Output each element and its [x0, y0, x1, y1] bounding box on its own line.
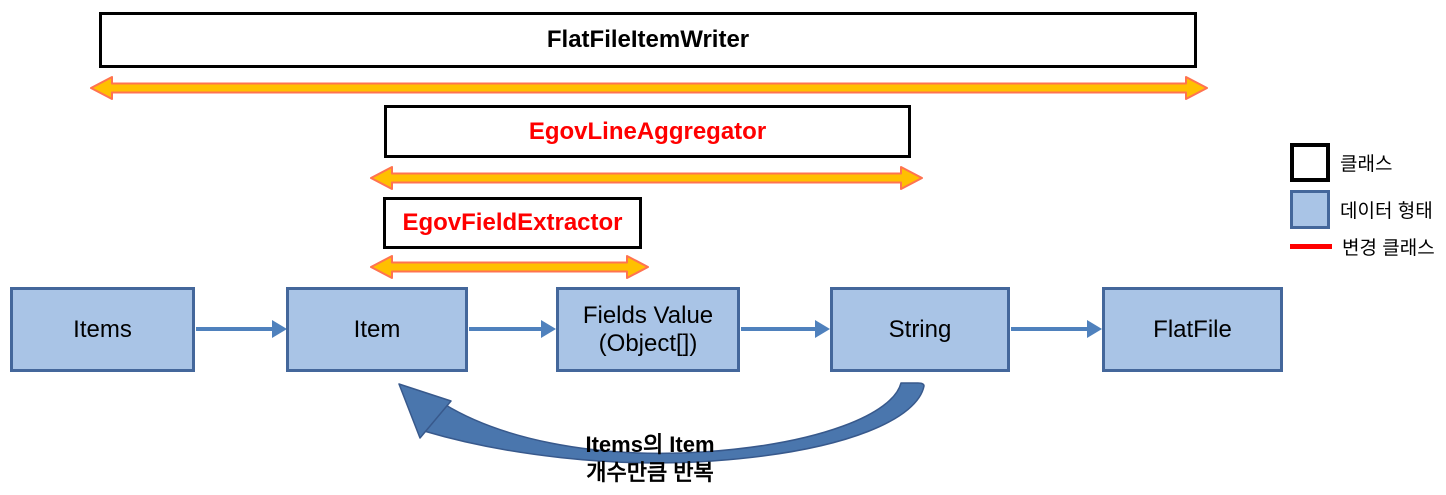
span-arrow-egovfieldextractor [370, 255, 649, 279]
data-box-label: Item [353, 315, 401, 343]
loop-annotation-line1: Items의 Item [585, 432, 715, 457]
flow-arrowhead-fields-string [815, 320, 830, 338]
legend-label: 클래스 [1340, 153, 1393, 175]
class-box-egovlineaggregator: EgovLineAggregator [384, 105, 911, 158]
class-box-flatfileitemwriter: FlatFileItemWriter [99, 12, 1197, 68]
flow-arrowhead-items-item [272, 320, 287, 338]
legend-item-class: 클래스 [1290, 142, 1392, 182]
legend-item-changed-class: 변경 클래스 [1290, 233, 1435, 259]
legend-label: 변경 클래스 [1342, 237, 1435, 259]
data-box-sublabel: (Object[]) [598, 329, 698, 357]
data-box-flatfile: FlatFile [1102, 287, 1283, 372]
class-box-egovfieldextractor: EgovFieldExtractor [383, 197, 642, 249]
data-box-label: Items [73, 315, 132, 343]
legend-swatch-class-box [1290, 142, 1330, 182]
loop-annotation-line2: 개수만큼 반복 [586, 459, 714, 485]
legend-swatch-data-box [1290, 189, 1330, 229]
class-box-label: FlatFileItemWriter [546, 26, 750, 53]
legend-item-data-format: 데이터 형태 [1290, 189, 1433, 229]
loop-annotation: Items의 Item 개수만큼 반복 [540, 431, 760, 486]
class-box-label: EgovFieldExtractor [402, 209, 623, 236]
flow-arrowhead-string-flatfile [1087, 320, 1102, 338]
data-box-string: String [830, 287, 1010, 372]
loop-arrowhead [398, 383, 452, 439]
data-box-label: Fields Value [582, 301, 714, 329]
legend-label: 데이터 형태 [1340, 200, 1433, 222]
data-box-items: Items [10, 287, 195, 372]
flow-arrowhead-item-fields [541, 320, 556, 338]
span-arrow-flatfileitemwriter [90, 76, 1208, 100]
data-box-label: FlatFile [1153, 315, 1232, 343]
legend-swatch-red-line [1290, 243, 1332, 249]
span-arrow-egovlineaggregator [370, 166, 923, 190]
data-box-item: Item [286, 287, 468, 372]
class-box-label: EgovLineAggregator [528, 117, 767, 145]
data-box-fields-value: Fields Value (Object[]) [556, 287, 740, 372]
data-box-label: String [888, 315, 952, 343]
